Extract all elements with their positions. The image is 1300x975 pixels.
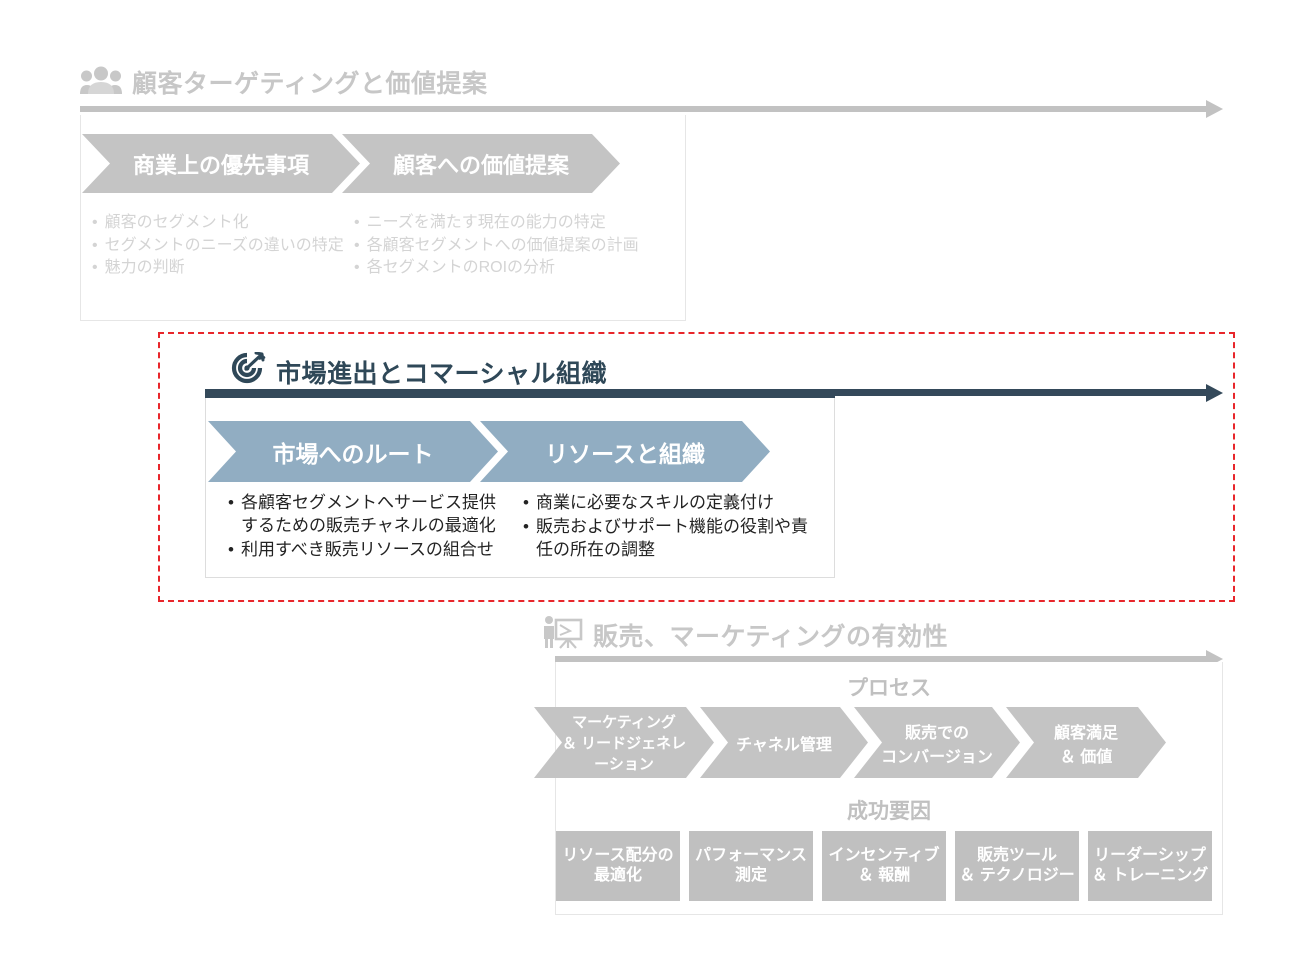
chevron-commercial-priorities[interactable]: 商業上の優先事項 bbox=[82, 134, 360, 193]
list-item: • 各セグメントのROIの分析 bbox=[354, 257, 674, 279]
success-box-performance-measurement[interactable]: パフォーマンス 測定 bbox=[689, 831, 813, 901]
success-box-sales-tools-technology[interactable]: 販売ツール ＆ テクノロジー bbox=[955, 831, 1079, 901]
bullet-dot: • bbox=[92, 214, 98, 231]
panel-topbar-go-to-market bbox=[205, 391, 835, 398]
bullet-dot: • bbox=[92, 259, 98, 277]
list-item-text: セグメントのニーズの違いの特定 bbox=[104, 236, 344, 254]
success-box-incentives-rewards[interactable]: インセンティブ ＆ 報酬 bbox=[822, 831, 946, 901]
success-box-line: リソース配分の bbox=[562, 847, 674, 864]
success-factor-row: リソース配分の 最適化 パフォーマンス 測定 インセンティブ ＆ 報酬 販売ツー… bbox=[556, 831, 1212, 901]
bullet-dot: • bbox=[92, 236, 98, 254]
bullet-dot: • bbox=[228, 493, 234, 512]
list-item-text: 利用すべき販売リソースの組合せ bbox=[240, 539, 494, 559]
list-item: • 魅力の判断 bbox=[92, 257, 354, 279]
success-box-line: 測定 bbox=[734, 867, 767, 884]
process-chevron-marketing-lead-gen[interactable]: マーケティング ＆ リードジェネレ ーション bbox=[534, 707, 714, 778]
chevron-label-line: 顧客満足 bbox=[1053, 724, 1118, 742]
bullet-dot: • bbox=[354, 236, 360, 254]
process-chevron-sales-conversion[interactable]: 販売での コンバージョン bbox=[854, 707, 1020, 778]
chevron-row-customer-targeting: 商業上の優先事項 顧客への価値提案 bbox=[104, 134, 620, 193]
success-box-line: 最適化 bbox=[593, 867, 642, 884]
bullet-dot: • bbox=[523, 493, 529, 512]
timeline-arrow-bar bbox=[80, 106, 1207, 112]
chevron-label-line: コンバージョン bbox=[881, 748, 993, 766]
section-customer-targeting: 顧客ターゲティングと価値提案 商業上の優先事項 顧客への価値提案 • 顧客のセグ… bbox=[0, 0, 1300, 330]
bullet-dot: • bbox=[354, 259, 360, 277]
chevron-customer-value-proposition[interactable]: 顧客への価値提案 bbox=[342, 134, 620, 193]
chevron-label: 商業上の優先事項 bbox=[132, 152, 309, 178]
people-group-icon bbox=[80, 65, 122, 100]
list-item: • 商業に必要なスキルの定義付け bbox=[523, 492, 813, 515]
timeline-arrow-head bbox=[1206, 100, 1223, 118]
presenter-board-icon bbox=[541, 615, 583, 654]
success-box-leadership-training[interactable]: リーダーシップ ＆ トレーニング bbox=[1088, 831, 1212, 901]
chevron-label-line: ＆ 価値 bbox=[1059, 748, 1113, 766]
timeline-arrow-bar bbox=[555, 656, 1207, 662]
list-item: • 各顧客セグメントへの価値提案の計画 bbox=[354, 235, 674, 257]
section-header-go-to-market: 市場進出とコマーシャル組織 bbox=[230, 351, 608, 391]
section-header-sales-marketing: 販売、マーケティングの有効性 bbox=[541, 615, 948, 654]
section-title: 販売、マーケティングの有効性 bbox=[593, 622, 949, 651]
success-box-line: パフォーマンス bbox=[695, 847, 807, 864]
chevron-label-line: ーション bbox=[594, 756, 654, 773]
process-group-label: プロセス bbox=[847, 677, 931, 700]
bullet-column: • 顧客のセグメント化 • セグメントのニーズの違いの特定 • 魅力の判断 bbox=[92, 212, 354, 280]
list-item: • 販売およびサポート機能の役割や責任の所在の調整 bbox=[523, 516, 813, 562]
list-item-text: 商業に必要なスキルの定義付け bbox=[535, 493, 774, 512]
bullet-dot: • bbox=[228, 539, 234, 559]
bullet-area-go-to-market: • 各顧客セグメントへサービス提供するための販売チャネルの最適化 • 利用すべき… bbox=[228, 492, 828, 563]
chevron-label: 顧客への価値提案 bbox=[392, 152, 569, 178]
list-item-text: 販売およびサポート機能の役割や責任の所在の調整 bbox=[535, 516, 808, 559]
list-item: • 利用すべき販売リソースの組合せ bbox=[228, 539, 511, 562]
success-box-resource-allocation[interactable]: リソース配分の 最適化 bbox=[556, 831, 680, 901]
chevron-label-line: 販売での bbox=[904, 724, 969, 742]
process-chevron-channel-management[interactable]: チャネル管理 bbox=[700, 707, 868, 778]
chevron-label: リソースと組織 bbox=[545, 440, 705, 467]
list-item: • セグメントのニーズの違いの特定 bbox=[92, 235, 354, 257]
chevron-route-to-market[interactable]: 市場へのルート bbox=[208, 421, 498, 482]
list-item: • 顧客のセグメント化 bbox=[92, 212, 354, 234]
success-box-line: 販売ツール bbox=[976, 847, 1057, 864]
process-chevron-customer-satisfaction-value[interactable]: 顧客満足 ＆ 価値 bbox=[1006, 707, 1166, 778]
bullet-dot: • bbox=[523, 516, 529, 536]
success-group-label: 成功要因 bbox=[847, 800, 931, 823]
bullet-area-customer-targeting: • 顧客のセグメント化 • セグメントのニーズの違いの特定 • 魅力の判断 • … bbox=[92, 212, 682, 280]
timeline-arrow-head bbox=[1206, 384, 1223, 402]
chevron-label-line: ＆ リードジェネレ bbox=[561, 735, 687, 752]
chevron-resources-organization[interactable]: リソースと組織 bbox=[480, 421, 770, 482]
target-arrow-icon bbox=[230, 351, 266, 391]
success-box-line: リーダーシップ bbox=[1094, 847, 1206, 864]
chevron-label-line: チャネル管理 bbox=[736, 736, 832, 754]
chevron-label: 市場へのルート bbox=[272, 440, 434, 467]
chevron-row-go-to-market: 市場へのルート リソースと組織 bbox=[230, 421, 770, 482]
section-header-customer-targeting: 顧客ターゲティングと価値提案 bbox=[80, 64, 488, 100]
process-chevron-row: マーケティング ＆ リードジェネレ ーション チャネル管理 販売での コンバージ… bbox=[556, 707, 1166, 778]
success-box-line: インセンティブ bbox=[828, 847, 940, 864]
list-item-text: ニーズを満たす現在の能力の特定 bbox=[366, 214, 606, 231]
list-item: • ニーズを満たす現在の能力の特定 bbox=[354, 212, 674, 234]
chevron-label-line: マーケティング bbox=[572, 714, 676, 731]
list-item-text: 各顧客セグメントへの価値提案の計画 bbox=[366, 236, 639, 254]
timeline-arrow-top bbox=[80, 100, 1223, 118]
bullet-dot: • bbox=[354, 214, 360, 231]
success-box-line: ＆ トレーニング bbox=[1091, 867, 1209, 884]
bullet-column: • 各顧客セグメントへサービス提供するための販売チャネルの最適化 • 利用すべき… bbox=[228, 492, 523, 563]
success-box-line: ＆ 報酬 bbox=[857, 867, 911, 884]
list-item-text: 顧客のセグメント化 bbox=[104, 214, 249, 231]
success-box-line: ＆ テクノロジー bbox=[959, 867, 1075, 884]
section-title: 市場進出とコマーシャル組織 bbox=[276, 359, 608, 388]
bullet-column: • ニーズを満たす現在の能力の特定 • 各顧客セグメントへの価値提案の計画 • … bbox=[354, 212, 674, 280]
list-item-text: 魅力の判断 bbox=[104, 259, 185, 277]
list-item: • 各顧客セグメントへサービス提供するための販売チャネルの最適化 bbox=[228, 492, 511, 538]
list-item-text: 各セグメントのROIの分析 bbox=[366, 259, 556, 277]
bullet-column: • 商業に必要なスキルの定義付け • 販売およびサポート機能の役割や責任の所在の… bbox=[523, 492, 813, 563]
section-title: 顧客ターゲティングと価値提案 bbox=[132, 70, 488, 98]
list-item-text: 各顧客セグメントへサービス提供するための販売チャネルの最適化 bbox=[240, 493, 496, 535]
